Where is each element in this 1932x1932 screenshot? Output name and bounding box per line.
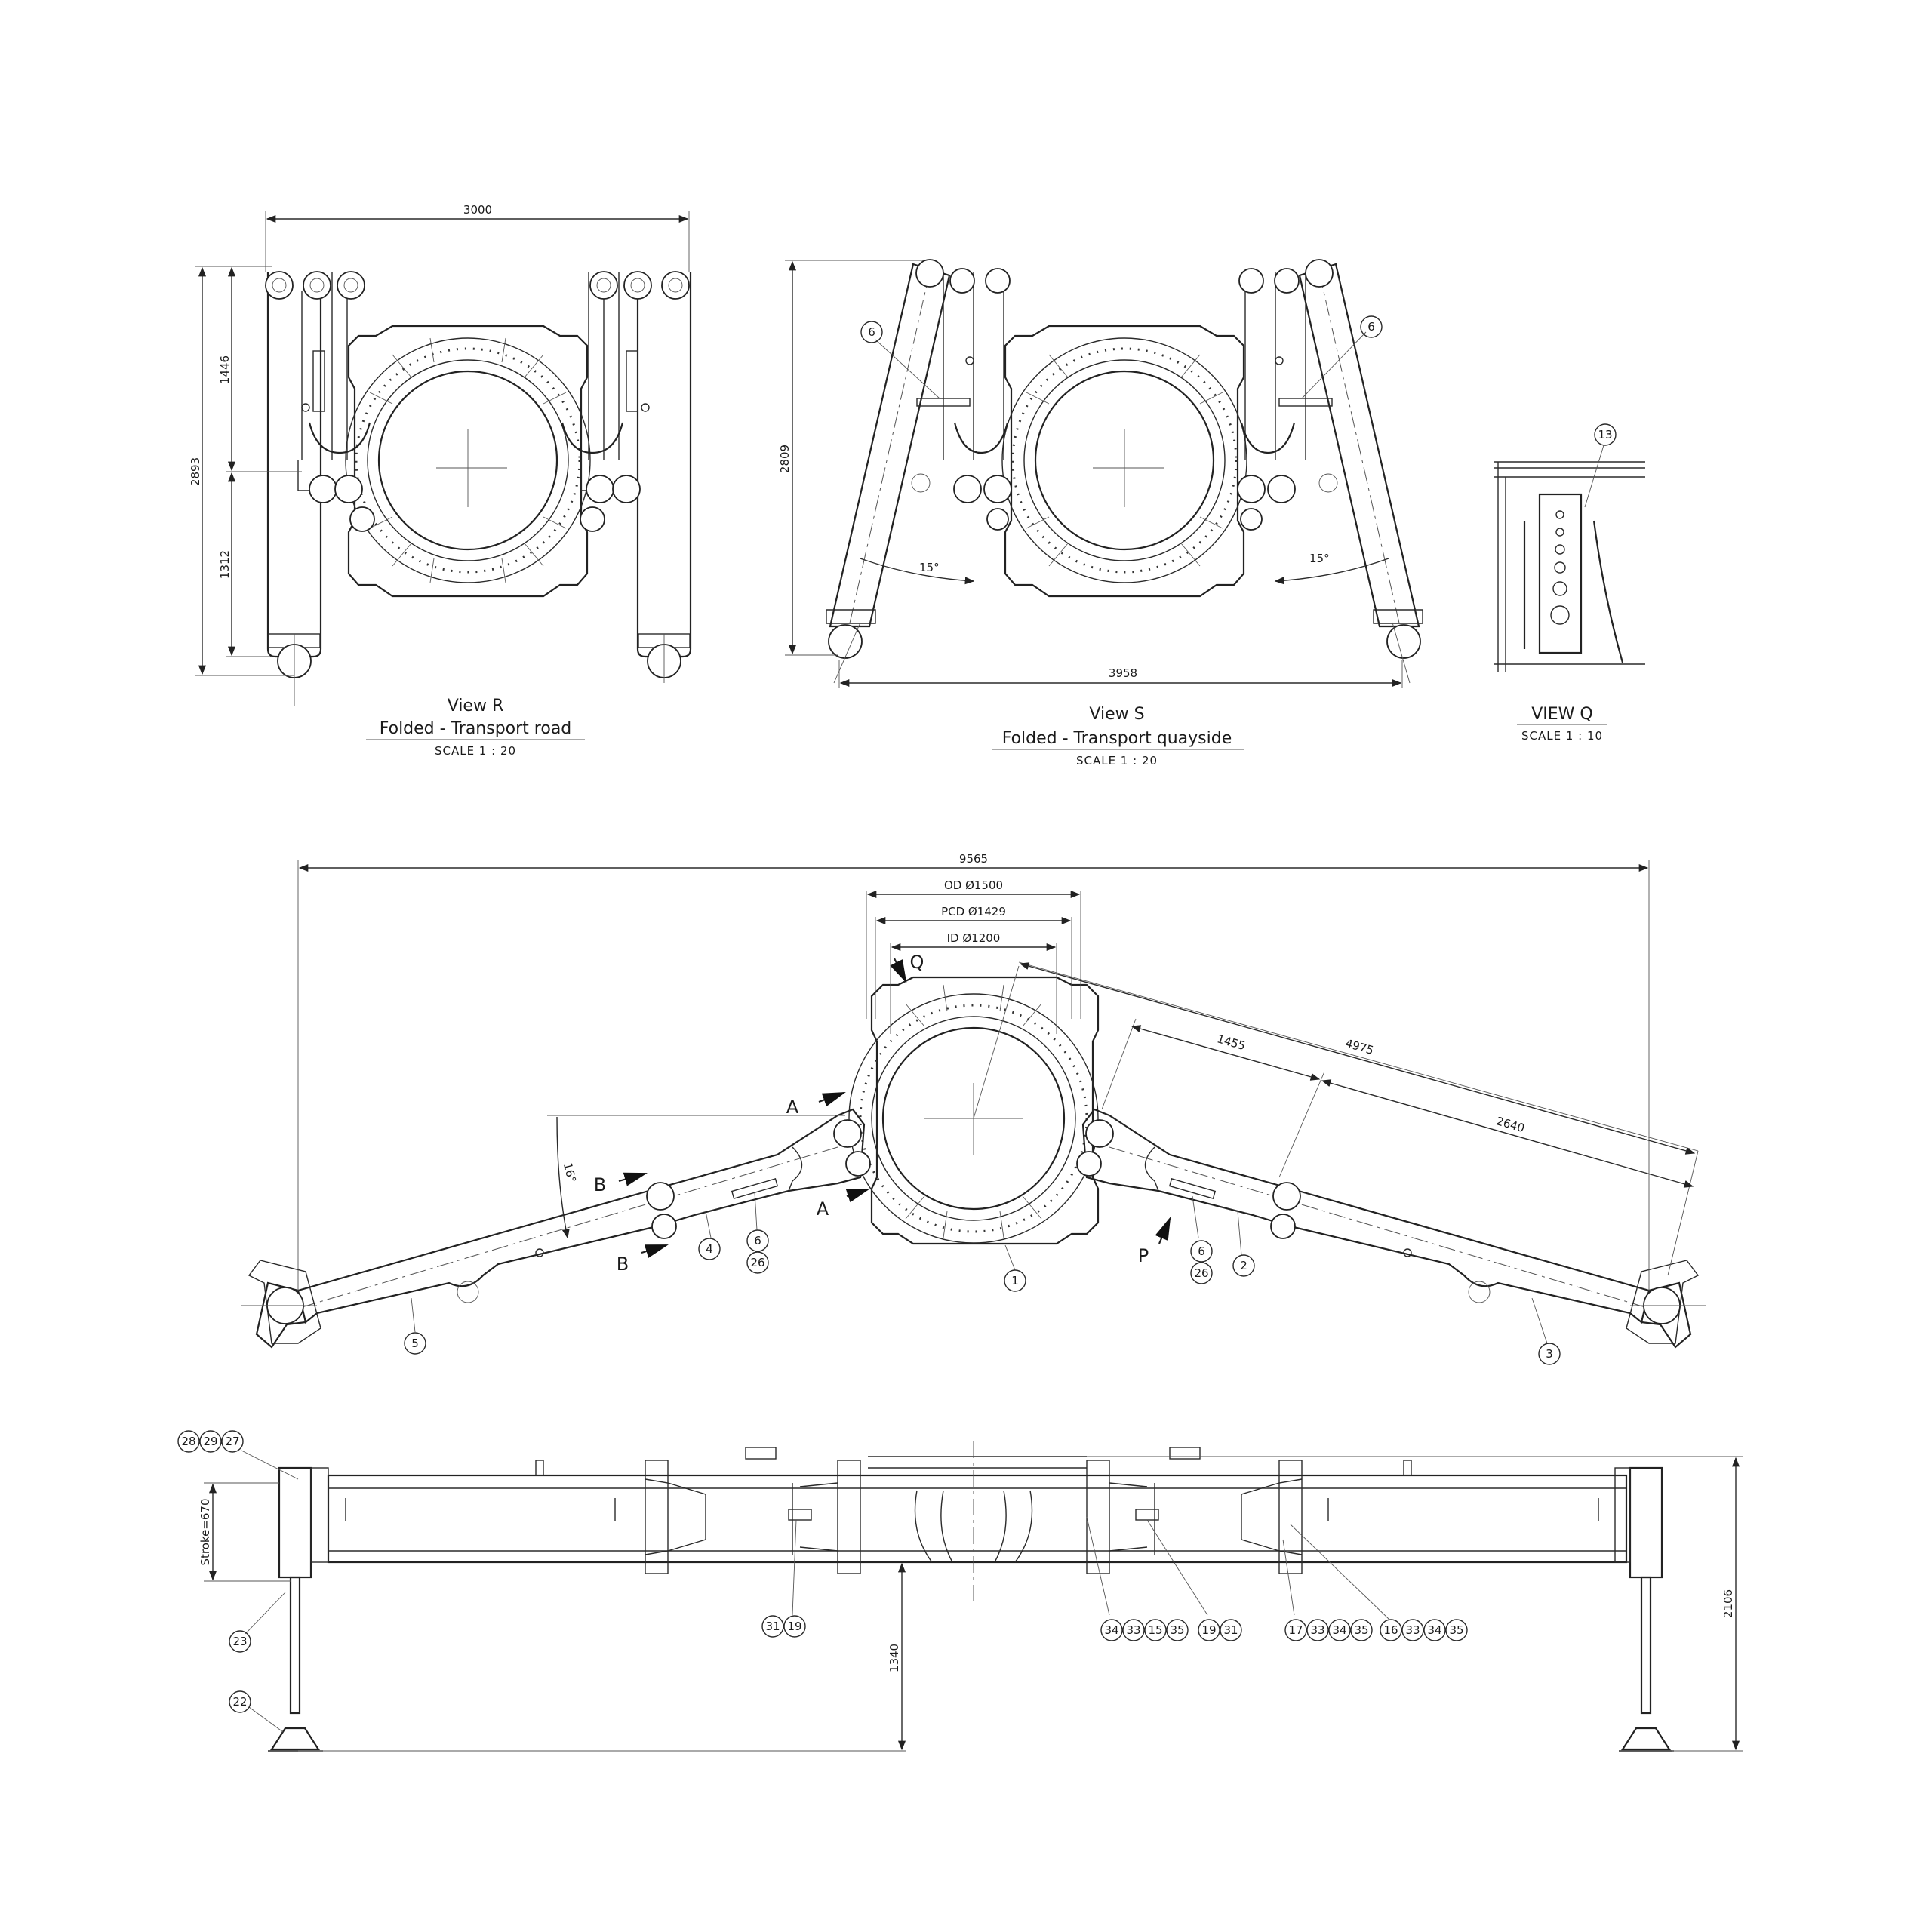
dim-r-lower: 1312: [218, 550, 232, 579]
section-b-top: B: [594, 1174, 606, 1195]
balloon-26-right: 26: [1194, 1266, 1208, 1280]
dim-arm-1455: 1455: [1216, 1032, 1247, 1053]
dim-arm-4975: 4975: [1344, 1036, 1376, 1057]
balloon-33-c: 33: [1405, 1623, 1420, 1637]
section-p: P: [1138, 1245, 1149, 1266]
balloon-6-right: 6: [1198, 1244, 1205, 1258]
view-r-title: View R: [448, 697, 504, 715]
dim-id: ID Ø1200: [947, 931, 1001, 945]
view-q-title: VIEW Q: [1531, 705, 1593, 724]
balloon-23: 23: [232, 1635, 247, 1648]
section-q: Q: [910, 952, 924, 973]
section-a-top: A: [786, 1097, 799, 1118]
view-r-scale: SCALE 1 : 20: [435, 744, 516, 758]
balloon-13: 13: [1598, 428, 1612, 441]
dim-stroke: Stroke=670: [198, 1499, 212, 1566]
balloon-35-b: 35: [1354, 1623, 1368, 1637]
balloon-19-b: 19: [1201, 1623, 1216, 1637]
dim-pcd: PCD Ø1429: [941, 905, 1006, 918]
dim-arm-angle: 16°: [561, 1161, 579, 1184]
balloon-6-left: 6: [754, 1234, 761, 1247]
balloon-17: 17: [1288, 1623, 1303, 1637]
balloon-19-a: 19: [787, 1620, 801, 1633]
section-a-bottom: A: [817, 1198, 829, 1220]
view-s-subtitle: Folded - Transport quayside: [1002, 729, 1232, 748]
balloon-22: 22: [232, 1695, 247, 1709]
dim-overall-width: 9565: [959, 852, 988, 866]
balloon-3: 3: [1546, 1347, 1553, 1361]
balloon-35-a: 35: [1170, 1623, 1184, 1637]
balloon-6-s-left: 6: [868, 325, 875, 339]
view-q: 13 VIEW Q SCALE 1 : 10: [1494, 423, 1645, 743]
dim-1340: 1340: [888, 1644, 901, 1672]
balloon-2: 2: [1240, 1259, 1247, 1272]
balloon-26-left: 26: [750, 1256, 764, 1269]
balloon-34-a: 34: [1104, 1623, 1118, 1637]
balloon-34-b: 34: [1332, 1623, 1346, 1637]
balloon-33-b: 33: [1310, 1623, 1324, 1637]
section-b-bottom: B: [617, 1254, 629, 1275]
dim-s-angle-left: 15°: [919, 561, 940, 574]
plan-view: 9565 OD Ø1500 PCD Ø1429 ID Ø1200 4975 14…: [242, 852, 1706, 1365]
dim-arm-2640: 2640: [1495, 1114, 1527, 1135]
view-r-subtitle: Folded - Transport road: [380, 719, 572, 738]
balloon-1: 1: [1011, 1274, 1019, 1287]
balloon-34-c: 34: [1427, 1623, 1441, 1637]
dim-s-height: 2809: [778, 445, 792, 473]
balloon-33-a: 33: [1126, 1623, 1140, 1637]
dim-s-width: 3958: [1109, 666, 1137, 680]
balloon-29: 29: [203, 1435, 217, 1448]
view-q-scale: SCALE 1 : 10: [1521, 729, 1603, 743]
dim-r-width: 3000: [463, 203, 492, 217]
elevation-view: Stroke=670 1340 2106 28 29 27 23 22 31 1…: [177, 1430, 1743, 1752]
balloon-16: 16: [1383, 1623, 1398, 1637]
balloon-27: 27: [225, 1435, 239, 1448]
balloon-5: 5: [411, 1337, 419, 1350]
balloon-28: 28: [181, 1435, 195, 1448]
balloon-31-a: 31: [765, 1620, 780, 1633]
view-r: 3000 2893 1446 1312 View R Folded - Tran…: [189, 203, 692, 758]
dim-s-angle-right: 15°: [1309, 552, 1330, 565]
view-s: 15° 15° 2809 3958 6 6 View S Folded - Tr…: [778, 259, 1423, 768]
dim-2106: 2106: [1721, 1589, 1735, 1618]
dim-r-height: 2893: [189, 457, 202, 486]
balloon-31-b: 31: [1223, 1623, 1238, 1637]
dim-od: OD Ø1500: [944, 878, 1003, 892]
view-s-title: View S: [1089, 705, 1144, 724]
balloon-15: 15: [1148, 1623, 1162, 1637]
view-s-scale: SCALE 1 : 20: [1076, 754, 1158, 768]
balloon-35-c: 35: [1449, 1623, 1463, 1637]
balloon-4: 4: [706, 1242, 713, 1256]
dim-r-upper: 1446: [218, 355, 232, 384]
balloon-6-s-right: 6: [1367, 320, 1375, 334]
